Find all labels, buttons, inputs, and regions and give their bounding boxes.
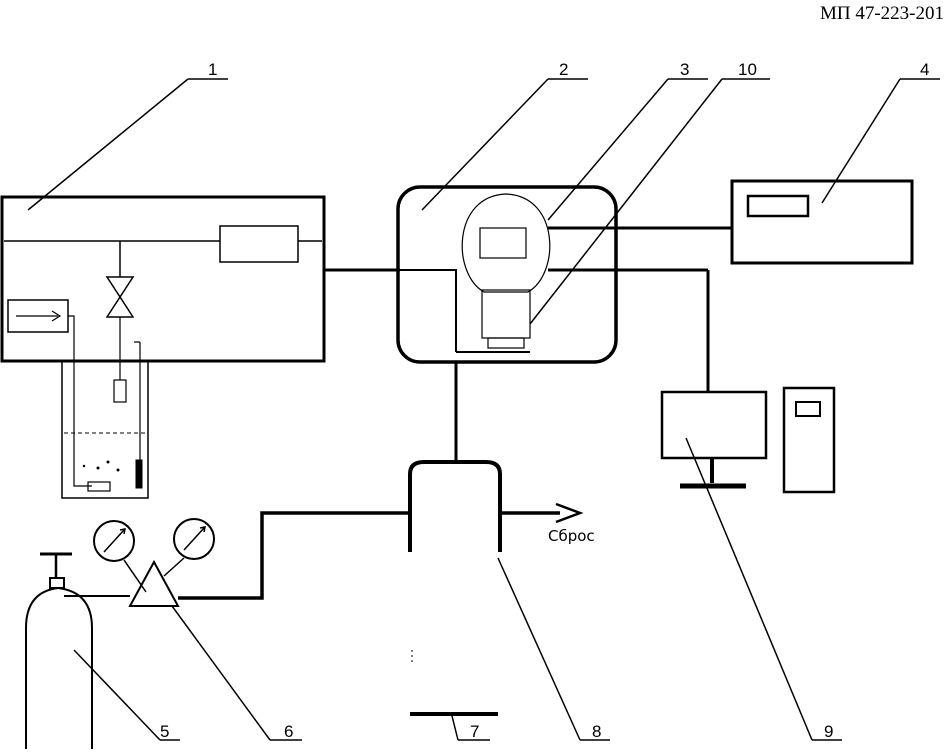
unit-5-cylinder: [25, 552, 130, 749]
liquid-vessel: [61, 361, 149, 499]
outlet-label: Сброс: [548, 527, 595, 545]
valve-icon: [105, 276, 135, 318]
analyzer-3-display: [479, 227, 527, 259]
doc-number: МП 47-223-201: [820, 3, 944, 24]
unit-2-chamber: [396, 185, 732, 392]
analyzer-10-body: [481, 289, 531, 339]
gas-line-6-8: [178, 511, 410, 600]
label-10: 10: [738, 60, 757, 79]
unit-1-module: [219, 225, 299, 263]
monitor: [660, 390, 768, 460]
label-7: 7: [470, 722, 479, 741]
pressure-gauge-right: [173, 518, 215, 560]
leader-lines: [27, 78, 940, 741]
label-6: 6: [284, 722, 293, 741]
label-2: 2: [559, 60, 568, 79]
label-4: 4: [920, 60, 929, 79]
unit-6-reducer: [93, 518, 215, 607]
label-3: 3: [680, 60, 689, 79]
reducer-icon: [128, 559, 180, 607]
unit-9-computer: [660, 386, 836, 494]
label-8: 8: [592, 722, 601, 741]
analyzer-3-head: [461, 193, 551, 293]
label-5: 5: [160, 722, 169, 741]
label-9: 9: [824, 722, 833, 741]
unit-4-display: [746, 194, 810, 218]
unit-1-generator: [0, 195, 326, 499]
label-1: 1: [208, 60, 217, 79]
pressure-gauge-left: [93, 520, 135, 562]
unit-8-vessel: [408, 460, 584, 664]
system-unit: [782, 386, 836, 494]
unit-4-instrument: [730, 179, 914, 265]
